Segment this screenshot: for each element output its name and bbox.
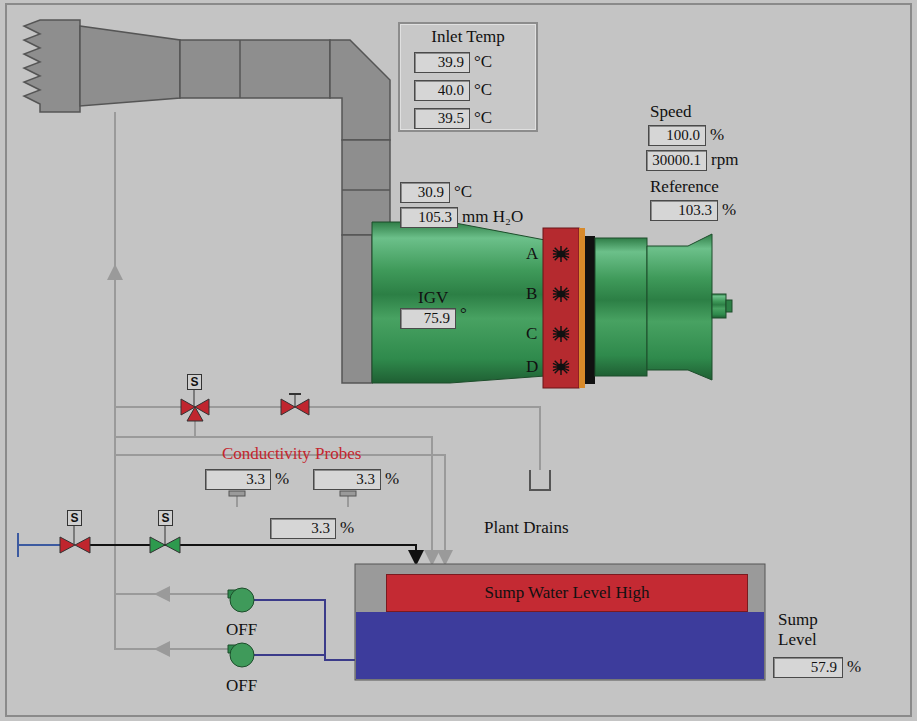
supply-line bbox=[18, 533, 416, 562]
value-text: 30000.1 bbox=[652, 152, 701, 168]
unit-label: ° bbox=[460, 304, 467, 324]
drain-symbol bbox=[530, 470, 550, 490]
value-box: 3.3 bbox=[313, 469, 381, 490]
value-text: S bbox=[161, 511, 169, 525]
unit-label: % bbox=[275, 469, 289, 489]
value-text: 103.3 bbox=[678, 202, 712, 218]
value-text: 30.9 bbox=[418, 184, 444, 200]
sump-tank bbox=[355, 564, 765, 680]
value-box: 3.3 bbox=[205, 469, 271, 490]
value-box: 39.9 bbox=[414, 52, 470, 73]
unit-label: rpm bbox=[711, 150, 738, 170]
value-text: 3.3 bbox=[356, 471, 375, 487]
sump-suction bbox=[254, 600, 356, 660]
value-box: 3.3 bbox=[270, 518, 336, 539]
value-text: S bbox=[70, 511, 78, 525]
unit-label: mm H₂O bbox=[462, 207, 523, 227]
value-text: 57.9 bbox=[811, 659, 837, 675]
unit-label: % bbox=[710, 125, 724, 145]
value-text: 39.5 bbox=[438, 110, 464, 126]
value-box: 105.3 bbox=[400, 207, 458, 228]
value-box: 30000.1 bbox=[646, 150, 707, 171]
caption-label: A bbox=[526, 244, 538, 264]
solenoid-tag: S bbox=[67, 510, 82, 526]
unit-label: % bbox=[340, 518, 354, 538]
value-box: 40.0 bbox=[414, 80, 470, 101]
spray-nozzles bbox=[553, 246, 569, 375]
unit-label: % bbox=[847, 657, 861, 677]
value-box: 57.9 bbox=[773, 657, 843, 678]
inlet-duct bbox=[24, 20, 390, 383]
value-text: 105.3 bbox=[418, 209, 452, 225]
value-text: S bbox=[190, 375, 198, 389]
caption-label: IGV bbox=[418, 288, 448, 308]
unit-label: % bbox=[722, 200, 736, 220]
caption-label: Plant Drains bbox=[484, 518, 569, 538]
value-box: 103.3 bbox=[650, 200, 718, 221]
probe-symbols bbox=[229, 491, 356, 496]
value-box: 75.9 bbox=[400, 308, 456, 329]
value-box: 39.5 bbox=[414, 108, 470, 129]
value-text: 40.0 bbox=[438, 82, 464, 98]
caption-label: C bbox=[526, 324, 537, 344]
solenoid-tag: S bbox=[187, 374, 202, 390]
value-text: 39.9 bbox=[438, 54, 464, 70]
value-text: 3.3 bbox=[311, 520, 330, 536]
caption-label: Reference bbox=[650, 177, 719, 197]
unit-label: °C bbox=[474, 108, 492, 128]
turbine bbox=[372, 222, 732, 388]
screen-frame bbox=[6, 4, 911, 716]
caption-label: OFF bbox=[226, 620, 257, 640]
unit-label: °C bbox=[474, 80, 492, 100]
caption-label: OFF bbox=[226, 676, 257, 696]
caption-label: Sump Level bbox=[778, 610, 828, 650]
solenoid-tag: S bbox=[158, 510, 173, 526]
value-text: 3.3 bbox=[246, 471, 265, 487]
alarm-text: Sump Water Level High bbox=[485, 583, 650, 603]
unit-label: % bbox=[385, 469, 399, 489]
value-text: 100.0 bbox=[666, 127, 700, 143]
caption-label: Speed bbox=[650, 102, 692, 122]
caption-label: Conductivity Probes bbox=[222, 444, 361, 464]
unit-label: °C bbox=[474, 52, 492, 72]
caption-label: D bbox=[526, 357, 538, 377]
value-box: 30.9 bbox=[400, 182, 450, 203]
value-box: 100.0 bbox=[648, 125, 706, 146]
value-text: 75.9 bbox=[424, 310, 450, 326]
unit-label: °C bbox=[454, 182, 472, 202]
inlet-temp-panel: Inlet Temp 39.9 40.0 39.5 bbox=[398, 22, 538, 132]
caption-label: B bbox=[526, 284, 537, 304]
panel-title: Inlet Temp bbox=[400, 27, 536, 47]
alarm-band: Sump Water Level High bbox=[386, 574, 748, 612]
